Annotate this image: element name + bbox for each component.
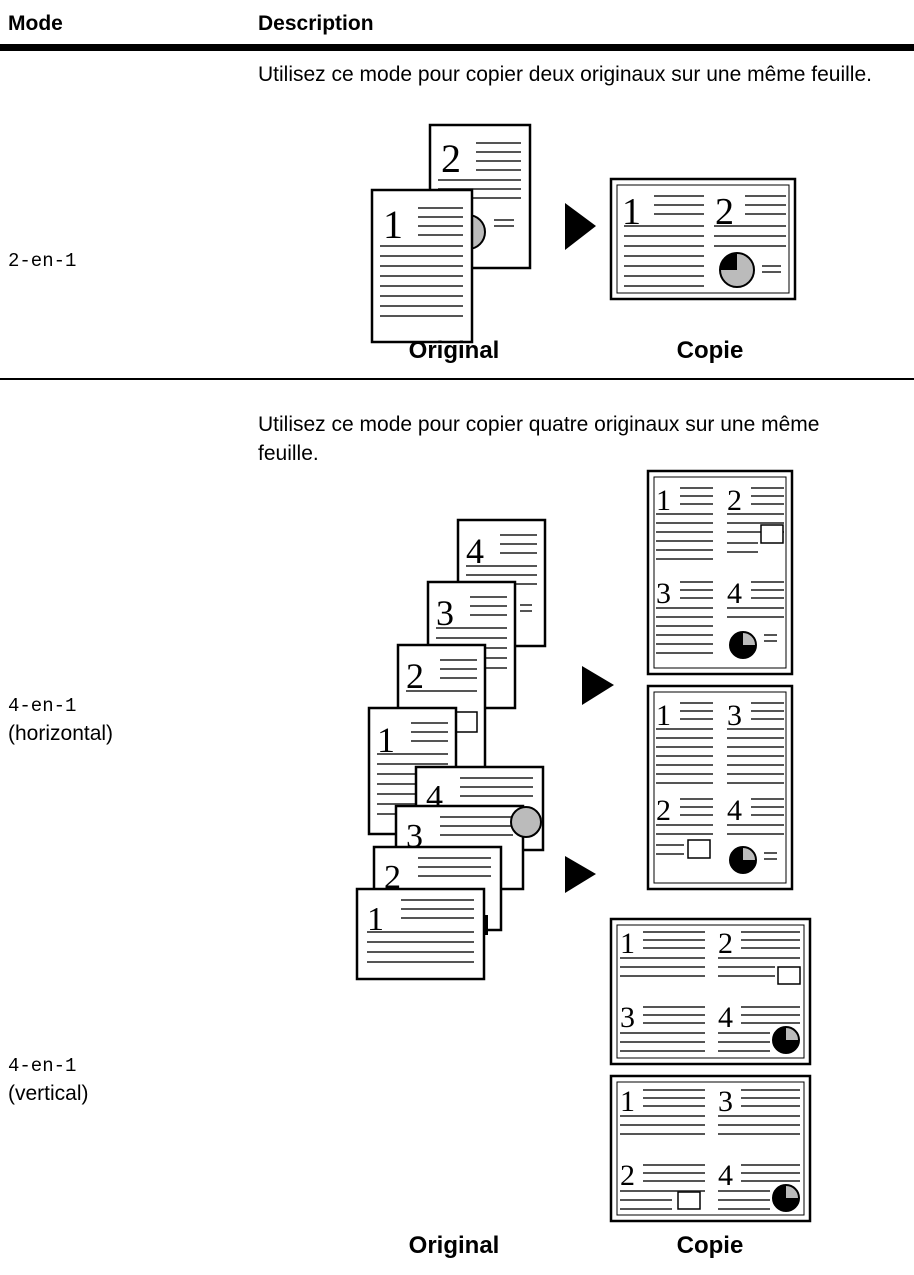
- row-4in1-description: Utilisez ce mode pour copier quatre orig…: [258, 413, 820, 465]
- page-number: 3: [436, 593, 454, 633]
- caption-copy: Copie: [676, 1232, 744, 1259]
- page-number: 1: [620, 1085, 635, 1118]
- page-number: 2: [656, 794, 671, 827]
- page-number: 3: [727, 699, 742, 732]
- row-4in1v-mode: 4-en-1: [8, 1055, 77, 1077]
- page-number: 4: [718, 1159, 733, 1192]
- page-number: 1: [622, 191, 641, 233]
- description-column-header: Description: [258, 12, 374, 35]
- caption-copy: Copie: [676, 337, 744, 364]
- row-divider: [0, 378, 914, 380]
- page-number: 2: [620, 1159, 635, 1192]
- row-2in1-description: Utilisez ce mode pour copier deux origin…: [258, 63, 872, 86]
- four-in-one-vertical-illustration: 4 3 2 1: [355, 765, 812, 1223]
- page-number: 3: [620, 1001, 635, 1034]
- page-number: 4: [727, 794, 742, 827]
- page-number: 1: [383, 202, 403, 247]
- page-number: 4: [727, 577, 742, 610]
- caption-original: Original: [408, 337, 500, 364]
- page-number: 3: [656, 577, 671, 610]
- four-in-one-horizontal-illustration: 4 3 2: [367, 469, 794, 891]
- arrow-icon: [565, 856, 596, 893]
- mode-column-header: Mode: [8, 12, 63, 35]
- arrow-icon: [582, 666, 614, 705]
- page-number: 2: [406, 656, 424, 696]
- page-number: 4: [718, 1001, 733, 1034]
- page-number: 3: [718, 1085, 733, 1118]
- page-number: 2: [727, 484, 742, 517]
- header-rule: [0, 44, 914, 51]
- row-2in1-mode: 2-en-1: [8, 250, 77, 272]
- page-number: 1: [656, 484, 671, 517]
- arrow-icon: [565, 203, 596, 250]
- page-number: 1: [656, 699, 671, 732]
- page-number: 4: [466, 531, 484, 571]
- page-number: 1: [367, 901, 384, 938]
- row-4in1v-mode-sub: (vertical): [8, 1082, 89, 1105]
- row-4in1h-mode: 4-en-1: [8, 695, 77, 717]
- two-in-one-illustration: 2 1 1 2: [370, 123, 797, 344]
- page-number: 2: [718, 927, 733, 960]
- page-number: 1: [620, 927, 635, 960]
- page-number: 2: [715, 191, 734, 233]
- page-number: 1: [377, 720, 395, 760]
- page-number: 2: [384, 859, 401, 896]
- page-number: 2: [441, 136, 461, 181]
- caption-original: Original: [408, 1232, 500, 1259]
- row-4in1h-mode-sub: (horizontal): [8, 722, 114, 745]
